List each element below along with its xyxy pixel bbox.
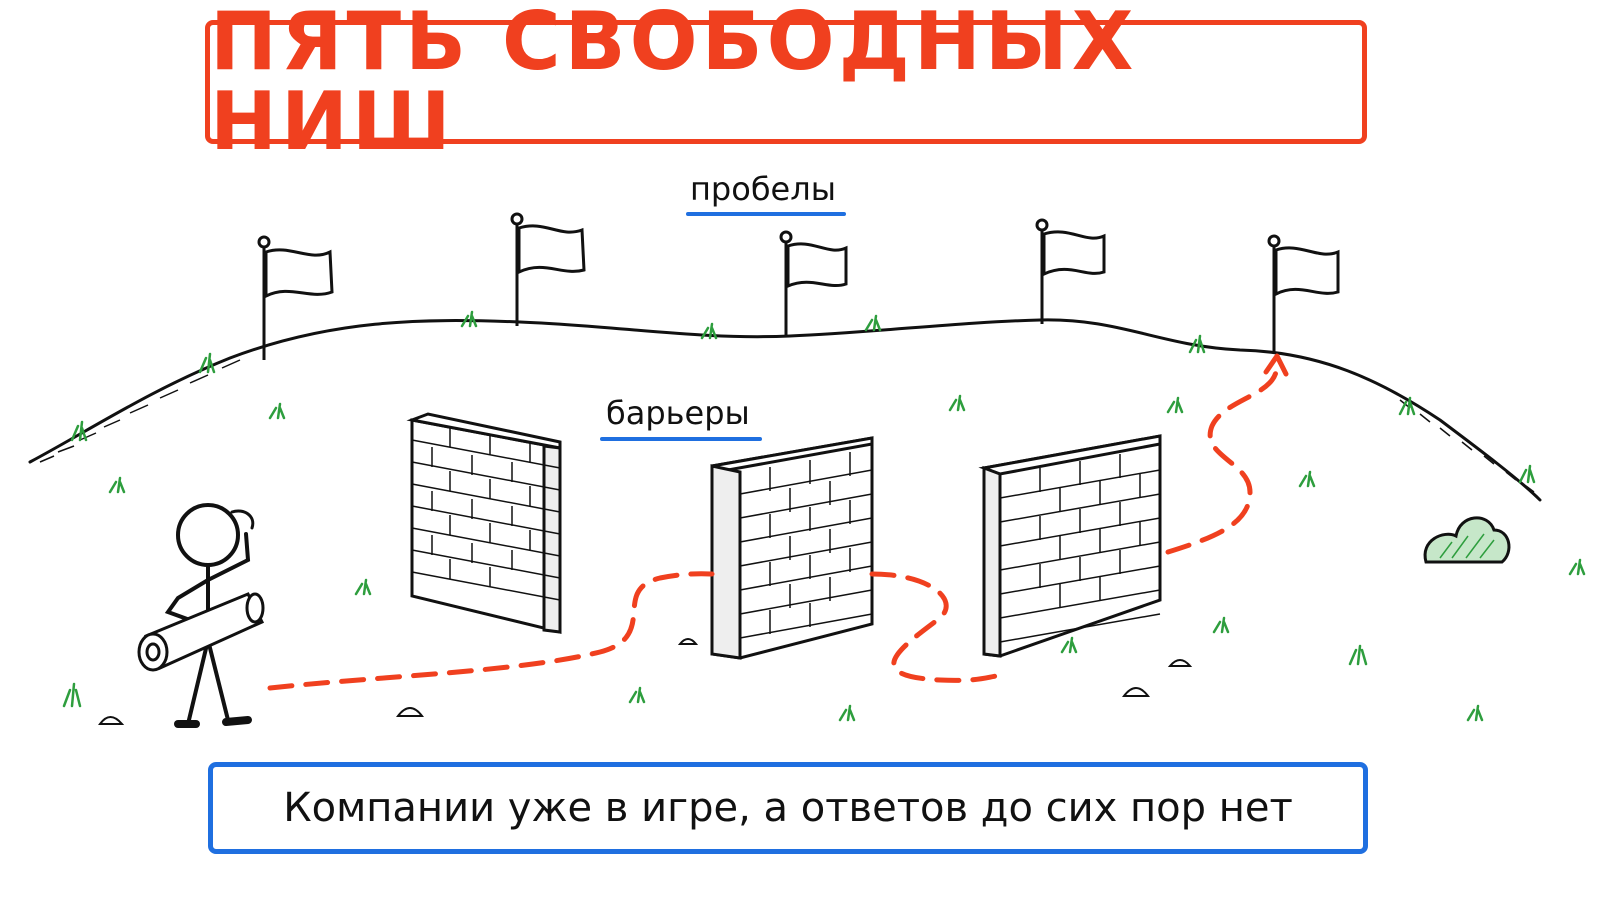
flag-icon — [257, 235, 334, 360]
arrow-head — [1263, 353, 1289, 377]
grass-tufts — [62, 310, 1586, 722]
dashed-path-icon — [267, 369, 1279, 691]
hill-outline — [28, 318, 1542, 502]
brick-wall-icon — [710, 436, 874, 660]
brick-wall-icon — [406, 412, 562, 634]
barriers-underline — [600, 437, 762, 441]
flag-icon — [1267, 234, 1340, 352]
caption-frame: Компании уже в игре, а ответов до сих по… — [208, 762, 1368, 854]
gaps-underline — [686, 212, 846, 216]
gaps-label: пробелы — [690, 170, 836, 208]
map-scroll-icon — [137, 592, 265, 672]
barriers-label: барьеры — [606, 394, 750, 432]
flag-icon — [510, 212, 586, 326]
stick-figure-icon — [164, 503, 255, 728]
caption-text: Компании уже в игре, а ответов до сих по… — [283, 785, 1293, 831]
flag-icon — [1035, 218, 1106, 324]
flag-icon — [779, 230, 848, 336]
title-frame: ПЯТЬ СВОБОДНЫХ НИШ — [205, 2, 1367, 162]
pebbles — [98, 638, 1193, 725]
page-title: ПЯТЬ СВОБОДНЫХ НИШ — [210, 0, 1138, 168]
bush-icon — [1423, 516, 1511, 564]
brick-wall-icon — [978, 434, 1162, 658]
